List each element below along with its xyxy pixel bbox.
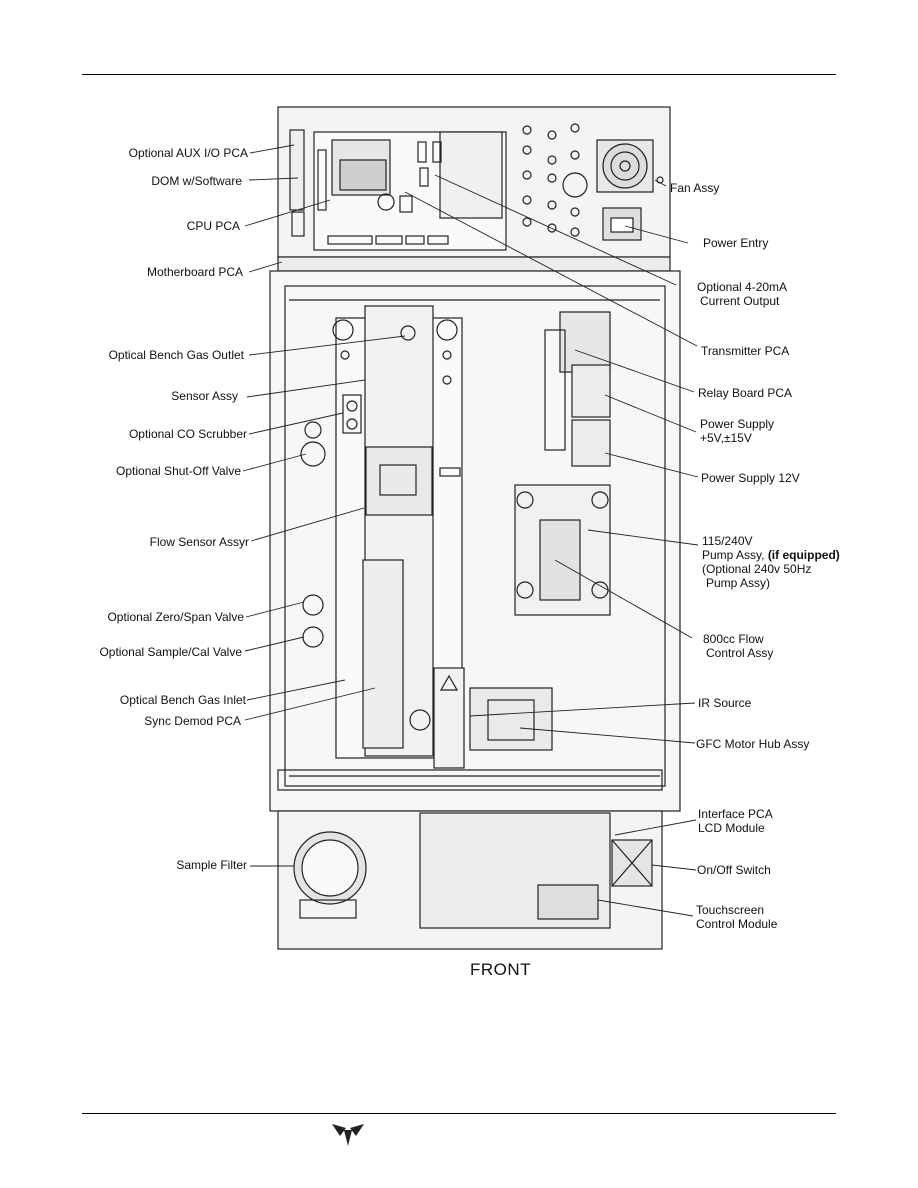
company-logo-icon xyxy=(332,1124,364,1146)
flow-sensor-board xyxy=(365,446,433,516)
header-rule xyxy=(82,74,836,75)
bottom-rail xyxy=(277,769,663,791)
label-sample-cal: Optional Sample/Cal Valve xyxy=(99,645,242,659)
label-pump-line2: Pump Assy, (if equipped) xyxy=(702,548,840,562)
label-interface-line1: Interface PCA xyxy=(698,807,773,821)
label-current-output-line2: Current Output xyxy=(700,294,780,308)
label-pump-if-equipped: (if equipped) xyxy=(767,548,840,562)
label-pump-line3: (Optional 240v 50Hz xyxy=(702,562,812,576)
label-fan: Fan Assy xyxy=(670,181,720,195)
label-sync-demod: Sync Demod PCA xyxy=(144,714,241,728)
label-flow-control-line1: 800cc Flow xyxy=(703,632,764,646)
label-motherboard: Motherboard PCA xyxy=(146,265,243,279)
cpu-connectors xyxy=(317,149,449,245)
label-onoff: On/Off Switch xyxy=(697,863,771,877)
fan-blade xyxy=(602,143,648,189)
label-power-entry: Power Entry xyxy=(703,236,769,250)
label-co-scrubber: Optional CO Scrubber xyxy=(128,427,247,441)
label-dom: DOM w/Software xyxy=(151,174,242,188)
current-output-board xyxy=(439,131,503,219)
label-sensor: Sensor Assy xyxy=(171,389,238,403)
label-interface: Interface PCA LCD Module xyxy=(698,807,773,835)
label-touchscreen-line1: Touchscreen xyxy=(696,903,765,917)
label-gfc: GFC Motor Hub Assy xyxy=(696,737,810,751)
label-flow-control-line2: Control Assy xyxy=(706,646,774,660)
label-flow-control: 800cc Flow Control Assy xyxy=(703,632,773,660)
label-cpu: CPU PCA xyxy=(186,219,240,233)
label-ir-source: IR Source xyxy=(698,696,752,710)
label-current-output: Optional 4-20mA Current Output xyxy=(697,280,787,308)
label-power-supply-line1: Power Supply xyxy=(700,417,775,431)
label-pump: 115/240V Pump Assy, (if equipped) (Optio… xyxy=(702,534,840,590)
label-transmitter: Transmitter PCA xyxy=(701,344,790,358)
touchscreen-module xyxy=(537,884,599,920)
label-flow-sensor: Flow Sensor Assyr xyxy=(149,535,249,549)
label-power-supply-line2: +5V,±15V xyxy=(700,431,752,445)
label-bench-inlet: Optical Bench Gas Inlet xyxy=(119,693,246,707)
rear-holes xyxy=(522,123,588,237)
aux-io-board xyxy=(289,129,305,211)
power-supply-5v xyxy=(571,364,611,418)
leader-lines xyxy=(242,144,699,917)
label-power-supply-12v: Power Supply 12V xyxy=(701,471,800,485)
label-touchscreen-line2: Control Module xyxy=(696,917,778,931)
relay-board xyxy=(559,311,611,373)
footer-rule xyxy=(82,1113,836,1114)
label-pump-line1: 115/240V xyxy=(702,534,753,548)
gfc-motor xyxy=(469,687,553,751)
front-label: FRONT xyxy=(470,960,532,979)
label-relay: Relay Board PCA xyxy=(698,386,793,400)
ir-source xyxy=(433,667,465,769)
label-zero-span: Optional Zero/Span Valve xyxy=(107,610,244,624)
label-power-supply: Power Supply +5V,±15V xyxy=(700,417,774,445)
label-touchscreen: Touchscreen Control Module xyxy=(696,903,777,931)
label-interface-line2: LCD Module xyxy=(698,821,765,835)
label-shutoff: Optional Shut-Off Valve xyxy=(116,464,241,478)
motherboard-strip xyxy=(277,256,671,272)
label-pump-line4: Pump Assy) xyxy=(706,576,771,590)
co-scrubber xyxy=(342,394,362,434)
label-pump-assy: Pump Assy, xyxy=(702,548,765,562)
label-current-output-line1: Optional 4-20mA xyxy=(697,280,788,294)
label-aux-io: Optional AUX I/O PCA xyxy=(128,146,248,160)
label-bench-outlet: Optical Bench Gas Outlet xyxy=(108,348,244,362)
sync-demod-board xyxy=(362,559,404,749)
gas-outlet-fitting xyxy=(400,325,416,341)
power-supply-12v xyxy=(571,419,611,467)
label-sample-filter: Sample Filter xyxy=(176,858,247,872)
